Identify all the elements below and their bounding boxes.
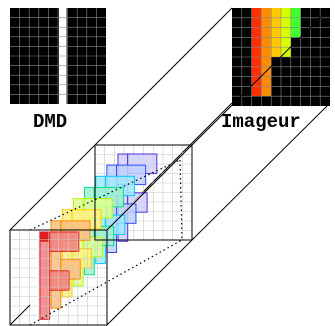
imager-pixel (261, 8, 272, 18)
imager-pixel (251, 27, 262, 38)
imager-pixel (281, 27, 291, 38)
imager-pixel (281, 17, 291, 28)
cube-slice-shape (49, 270, 70, 291)
dmd-micromirror-grid (10, 8, 106, 104)
cube-slice-shape (49, 231, 80, 252)
cube-dotted-diagonals (29, 159, 183, 326)
cube-spectral-slices (39, 153, 158, 320)
imager-pixel (251, 66, 262, 77)
imager-label: Imageur (221, 111, 301, 133)
imager-pixel (290, 8, 301, 18)
imager-pixel (251, 37, 262, 48)
imager-pixel (271, 47, 281, 57)
cube-edges (9, 144, 193, 326)
imager-pixel (251, 47, 262, 57)
dmd-label: DMD (33, 111, 67, 133)
cube-front-face (10, 230, 107, 325)
imager-pixel (281, 8, 291, 18)
cube-front-highlight (40, 232, 50, 242)
imager-pixel (271, 27, 281, 38)
imager-pixel (261, 86, 272, 97)
data-cube (9, 144, 193, 326)
imager-pixel (261, 47, 272, 57)
imager-pixel (271, 17, 281, 28)
imager-pixel (261, 57, 272, 67)
imager-pixel (290, 27, 301, 38)
imager-pixel (261, 27, 272, 38)
imager-pixel (251, 57, 262, 67)
imager-pixel (290, 17, 301, 28)
imager-pixel (251, 17, 262, 28)
imager-pixel (261, 37, 272, 48)
imager-pixel (251, 8, 262, 18)
imager-pixel (261, 76, 272, 87)
imager-pixel (281, 37, 291, 48)
imager-pixel (271, 37, 281, 48)
imager-pixel (271, 8, 281, 18)
imager-pixel (251, 86, 262, 97)
imager-pixel (261, 17, 272, 28)
